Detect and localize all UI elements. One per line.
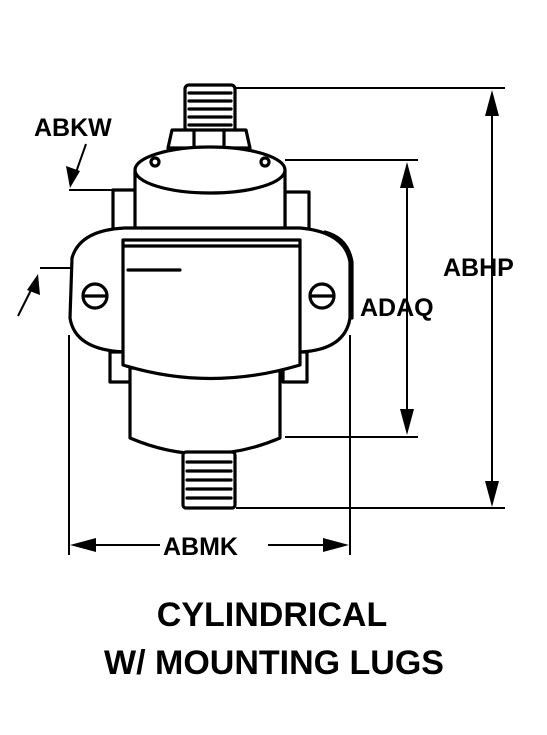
abhp-dimension-line xyxy=(485,90,499,507)
abhp-label: ABHP xyxy=(443,254,514,282)
abmk-label: ABMK xyxy=(163,533,238,561)
left-mounting-screw xyxy=(81,282,109,310)
lower-cylinder xyxy=(128,366,282,456)
adaq-dimension-line xyxy=(400,162,414,435)
extension-lines xyxy=(40,87,505,555)
abmk-dimension-line xyxy=(70,538,349,552)
bottom-threaded-stud xyxy=(181,450,237,510)
caption-line-2: W/ MOUNTING LUGS xyxy=(104,644,444,682)
mounting-band xyxy=(68,226,354,381)
abkw-leader-arrow xyxy=(66,143,87,188)
right-mounting-screw xyxy=(308,282,336,310)
abkw-label: ABKW xyxy=(34,114,112,142)
lug-thickness-arrow xyxy=(17,274,40,317)
top-threaded-stud xyxy=(183,83,237,135)
caption-line-1: CYLINDRICAL xyxy=(157,596,387,634)
adaq-label: ADAQ xyxy=(360,294,434,322)
